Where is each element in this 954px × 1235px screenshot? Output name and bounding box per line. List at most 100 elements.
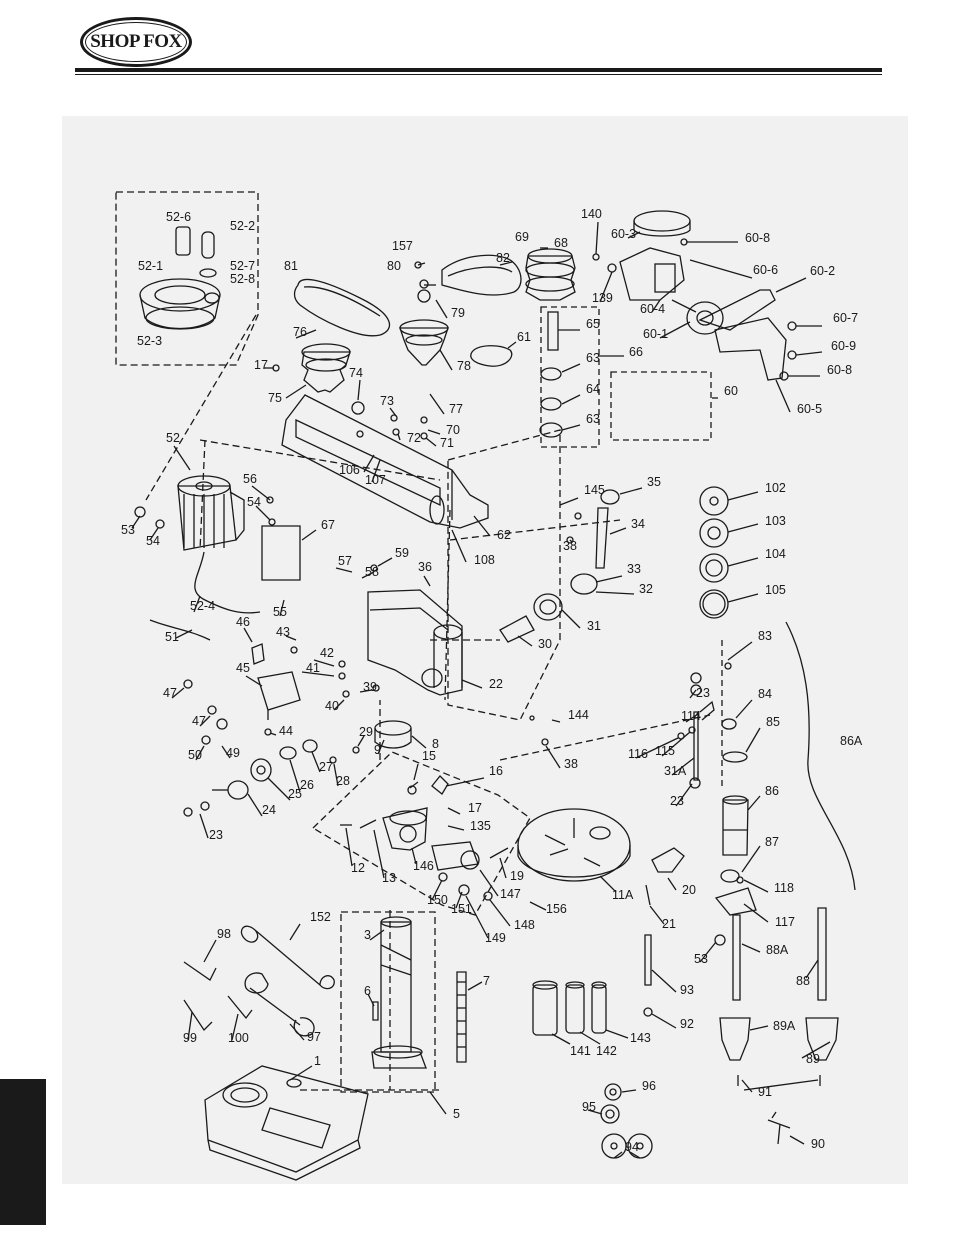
part-label-141: 141	[570, 1044, 591, 1058]
part-label-33: 33	[627, 562, 641, 576]
part-label-24: 24	[262, 803, 276, 817]
part-label-3: 3	[364, 928, 371, 942]
worm-gear-147	[431, 841, 479, 871]
bearing-63-top	[540, 367, 562, 381]
part-label-65: 65	[586, 317, 600, 331]
part-label-100: 100	[228, 1031, 249, 1045]
part-label-28: 28	[336, 774, 350, 788]
washer-103	[699, 518, 729, 548]
part-label-84: 84	[758, 687, 772, 701]
part-label-142: 142	[596, 1044, 617, 1058]
spindle-bearings-dashed-box	[540, 306, 600, 448]
washer-95	[600, 1104, 620, 1124]
part-label-52-1: 52-1	[138, 259, 163, 273]
rack-7	[456, 971, 467, 1063]
crank-16	[431, 775, 449, 795]
pulley-assembly-dashed-box	[610, 371, 712, 441]
part-label-105: 105	[765, 583, 786, 597]
part-label-74: 74	[349, 366, 363, 380]
part-label-152: 152	[310, 910, 331, 924]
spindle-group-bracket	[785, 621, 856, 891]
hex-wrench-99	[183, 999, 213, 1032]
part-label-76: 76	[293, 325, 307, 339]
part-label-81: 81	[284, 259, 298, 273]
part-label-60-9: 60-9	[831, 339, 856, 353]
spring-25	[250, 758, 272, 782]
part-label-36: 36	[418, 560, 432, 574]
pulley-69	[525, 255, 576, 301]
part-label-23: 23	[670, 794, 684, 808]
drift-93	[644, 934, 652, 986]
part-label-64: 64	[586, 382, 600, 396]
bracket-146	[382, 807, 428, 851]
part-label-148: 148	[514, 918, 535, 932]
column-base-5	[371, 1051, 427, 1069]
part-label-58: 58	[365, 565, 379, 579]
part-label-63: 63	[586, 412, 600, 426]
spring-cover-31	[533, 593, 563, 621]
bracket-60-2	[698, 289, 776, 331]
part-label-40: 40	[325, 699, 339, 713]
part-label-147: 147	[500, 887, 521, 901]
part-label-72: 72	[407, 431, 421, 445]
part-label-86: 86	[765, 784, 779, 798]
bracket-60-5	[714, 317, 787, 381]
part-label-53: 53	[694, 952, 708, 966]
part-label-89A: 89A	[773, 1019, 796, 1033]
part-label-149: 149	[485, 931, 506, 945]
part-label-71: 71	[440, 436, 454, 450]
part-label-146: 146	[413, 859, 434, 873]
sleeve-142	[565, 984, 585, 1034]
part-label-19: 19	[510, 869, 524, 883]
part-label-21: 21	[662, 917, 676, 931]
part-label-15: 15	[422, 749, 436, 763]
washer-102	[699, 486, 729, 516]
part-label-79: 79	[451, 306, 465, 320]
part-label-61: 61	[517, 330, 531, 344]
part-label-96: 96	[642, 1079, 656, 1093]
motor-plate-67	[261, 525, 301, 581]
part-label-151: 151	[451, 902, 472, 916]
part-label-60-7: 60-7	[833, 311, 858, 325]
part-label-39: 39	[363, 680, 377, 694]
washer-104	[699, 553, 729, 583]
part-label-25: 25	[288, 787, 302, 801]
knob-35	[600, 489, 620, 505]
part-label-51: 51	[165, 630, 179, 644]
part-label-116: 116	[628, 747, 648, 761]
part-label-69: 69	[515, 230, 529, 244]
part-label-94: 94	[625, 1140, 639, 1154]
part-label-7: 7	[483, 974, 490, 988]
washer-105	[699, 589, 729, 619]
part-label-97: 97	[307, 1030, 321, 1044]
part-label-54: 54	[146, 534, 160, 548]
part-label-60-1: 60-1	[643, 327, 668, 341]
part-label-60: 60	[724, 384, 738, 398]
part-label-80: 80	[387, 259, 401, 273]
part-label-75: 75	[268, 391, 282, 405]
part-label-16: 16	[489, 764, 503, 778]
part-label-107: 107	[365, 473, 386, 487]
washer-94a	[601, 1133, 627, 1159]
handle-hub-24	[227, 780, 249, 800]
part-label-99: 99	[183, 1031, 197, 1045]
collar-8	[374, 720, 412, 736]
part-label-42: 42	[320, 646, 334, 660]
part-label-90: 90	[811, 1137, 825, 1151]
head-dashed-outline	[447, 429, 561, 721]
column-bolt-6	[372, 1001, 379, 1021]
part-label-34: 34	[631, 517, 645, 531]
part-label-87: 87	[765, 835, 779, 849]
belt-61	[470, 345, 513, 367]
part-label-27: 27	[319, 760, 333, 774]
part-label-56: 56	[243, 472, 257, 486]
part-label-139: 139	[592, 291, 613, 305]
washer-96	[604, 1083, 622, 1101]
part-label-50: 50	[188, 748, 202, 762]
part-label-144: 144	[568, 708, 589, 722]
part-label-83: 83	[758, 629, 772, 643]
motor-cover-52-1	[139, 278, 221, 312]
washer-26	[279, 746, 297, 760]
sleeve-141	[532, 984, 558, 1036]
part-label-5: 5	[453, 1107, 460, 1121]
